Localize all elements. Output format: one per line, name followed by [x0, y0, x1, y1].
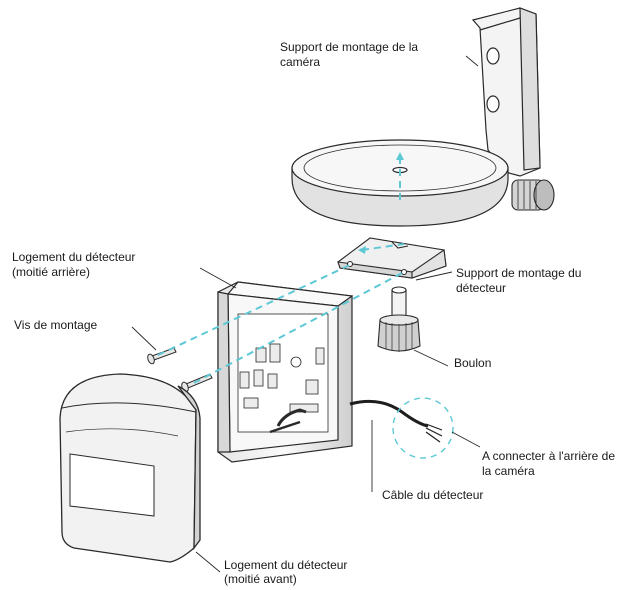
label-sensor-mount-line1: Support de montage du — [456, 266, 582, 280]
sensor-mounting-plate — [337, 237, 447, 279]
label-camera-mount-line1: Support de montage de la — [280, 40, 419, 54]
sensor-housing-front — [59, 373, 201, 563]
label-connect-line2: la caméra — [482, 464, 535, 478]
dashed-alignment-guides — [157, 158, 454, 459]
bolt — [377, 286, 421, 352]
sensor-housing-back — [217, 281, 354, 463]
bracket-knob — [511, 179, 555, 211]
leader-lines — [131, 55, 481, 573]
sensor-cable — [349, 399, 443, 443]
label-cable: Câble du détecteur — [382, 488, 484, 502]
label-connect-line1: A connecter à l'arrière de — [482, 449, 616, 463]
label-housing-front-line1: Logement du détecteur — [224, 558, 348, 572]
label-screws: Vis de montage — [14, 318, 98, 332]
label-sensor-mount-line2: détecteur — [456, 281, 507, 295]
label-housing-back-line1: Logement du détecteur — [12, 250, 136, 264]
label-housing-front-line2: (moitié avant) — [224, 572, 297, 586]
label-housing-back-line2: (moitié arrière) — [12, 265, 91, 279]
alignment-arrowheads — [358, 152, 404, 254]
label-camera-mount-line2: caméra — [280, 55, 321, 69]
camera-mounting-bracket — [471, 7, 541, 177]
label-bolt: Boulon — [454, 356, 492, 370]
